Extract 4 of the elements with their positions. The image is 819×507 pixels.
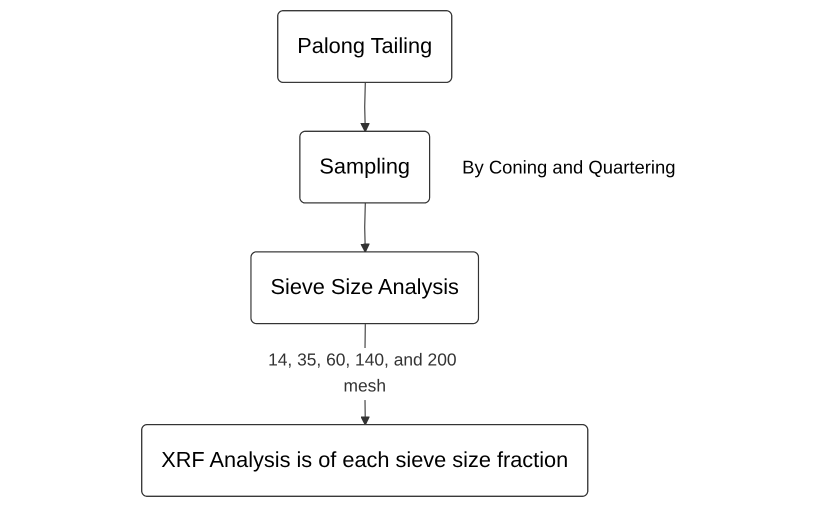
side-note: By Coning and Quartering <box>462 156 676 178</box>
arrow <box>360 82 370 132</box>
arrow <box>360 204 370 253</box>
edge-label: 14, 35, 60, 140, and 200 mesh <box>268 351 456 396</box>
